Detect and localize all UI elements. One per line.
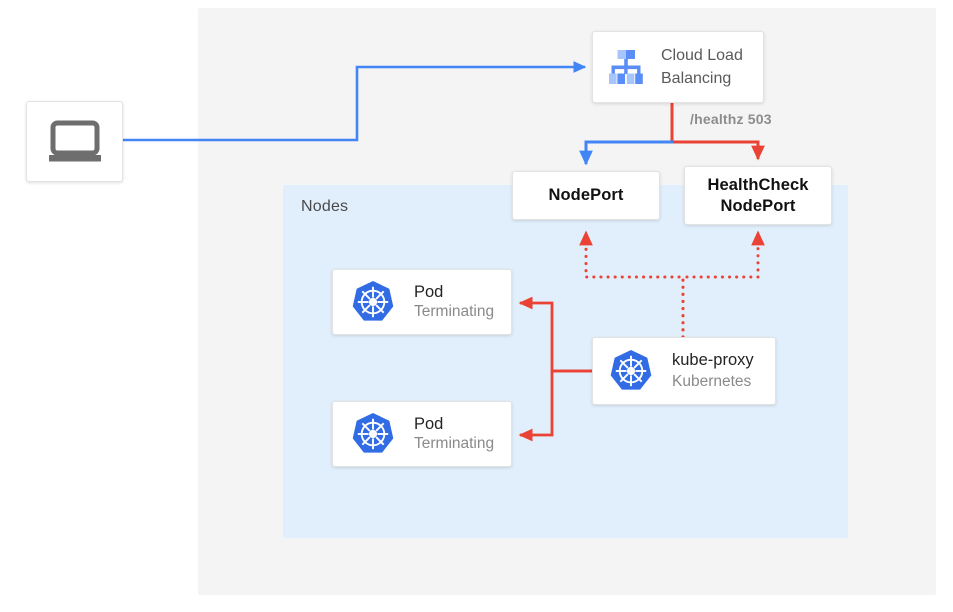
kube-proxy-title: kube-proxy (672, 351, 754, 369)
cloud-load-balancing-title-line-1: Cloud Load (661, 47, 743, 64)
healthcheck-nodeport-card: HealthCheck NodePort (684, 166, 832, 225)
kube-proxy-card: kube-proxy Kubernetes (592, 337, 776, 405)
client-laptop-card (26, 101, 123, 182)
cloud-load-balancing-card: Cloud Load Balancing (592, 31, 764, 103)
nodes-region-label: Nodes (301, 198, 349, 215)
kube-proxy-subtitle: Kubernetes (672, 373, 752, 390)
kubernetes-icon (352, 281, 394, 321)
healthz-edge-label: /healthz 503 (690, 111, 772, 127)
nodeport-label: NodePort (548, 186, 624, 204)
cloud-load-balancing-icon (609, 50, 643, 84)
pod-title: Pod (414, 415, 444, 433)
healthcheck-nodeport-label-line-1: HealthCheck (707, 175, 809, 194)
kubernetes-icon (610, 350, 652, 390)
laptop-icon (48, 120, 101, 161)
pod-title: Pod (414, 283, 444, 301)
pod-card: Pod Terminating (332, 269, 512, 335)
nodeport-card: NodePort (512, 171, 660, 220)
kubernetes-icon (352, 413, 394, 453)
pod-card: Pod Terminating (332, 401, 512, 467)
pod-subtitle: Terminating (414, 435, 495, 452)
healthcheck-nodeport-label: HealthCheck NodePort (707, 175, 808, 217)
pod-subtitle: Terminating (414, 303, 495, 320)
healthcheck-nodeport-label-line-2: NodePort (720, 196, 796, 215)
cloud-load-balancing-title-line-2: Balancing (661, 70, 732, 87)
